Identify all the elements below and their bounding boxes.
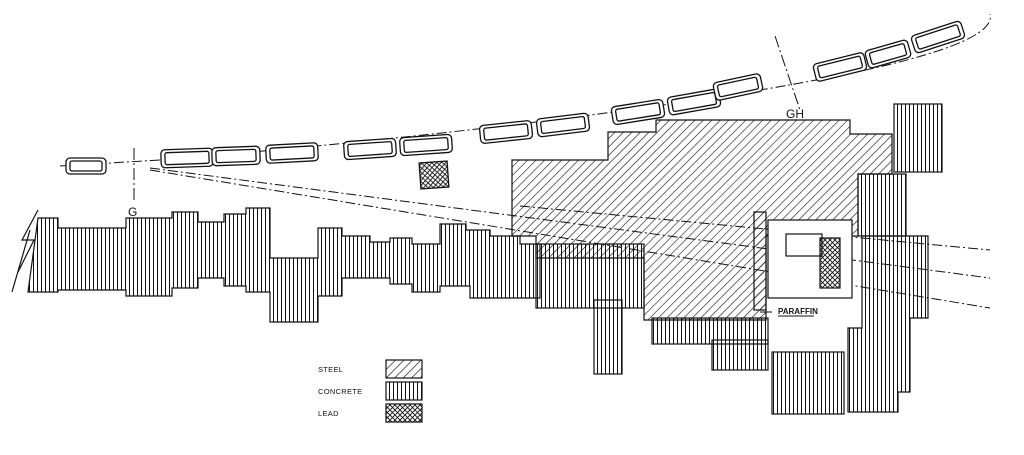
legend-label-concrete: CONCRETE	[318, 387, 363, 396]
legend-label-steel: STEEL	[318, 365, 343, 374]
magnet	[265, 142, 319, 164]
wall-break-mark	[11, 209, 39, 293]
concrete-block	[893, 103, 943, 173]
marker-line-gh	[774, 35, 801, 111]
magnet	[864, 39, 912, 69]
lead-block-target	[819, 237, 841, 289]
legend-swatch-lead	[385, 403, 423, 423]
paraffin-label: PARAFFIN	[778, 307, 818, 316]
magnet	[910, 20, 966, 54]
legend-label-lead: LEAD	[318, 409, 339, 418]
concrete-block	[847, 235, 929, 413]
magnet	[211, 145, 261, 167]
magnet	[65, 157, 107, 175]
concrete-block	[771, 351, 845, 415]
magnet	[478, 120, 534, 144]
marker-label-gh: GH	[786, 107, 804, 121]
magnet	[535, 112, 591, 138]
legend-swatch-concrete	[385, 381, 423, 401]
magnet	[160, 147, 214, 169]
legend-swatch-steel	[385, 359, 423, 379]
concrete-wall-left	[27, 207, 541, 323]
marker-label-g: G	[128, 205, 137, 219]
concrete-block	[711, 339, 769, 371]
magnet-group	[65, 20, 966, 175]
legend: STEEL CONCRETE LEAD	[318, 359, 423, 423]
concrete-block	[857, 173, 907, 237]
lead-block	[418, 160, 450, 190]
magnet	[399, 133, 453, 157]
steel-plate	[753, 211, 767, 311]
target-block	[785, 233, 823, 257]
magnet	[666, 88, 722, 116]
magnet	[812, 52, 868, 82]
magnet	[712, 73, 764, 101]
steel-block-main	[511, 119, 893, 321]
magnet	[343, 137, 397, 161]
concrete-block	[593, 299, 623, 375]
magnet	[610, 98, 666, 126]
